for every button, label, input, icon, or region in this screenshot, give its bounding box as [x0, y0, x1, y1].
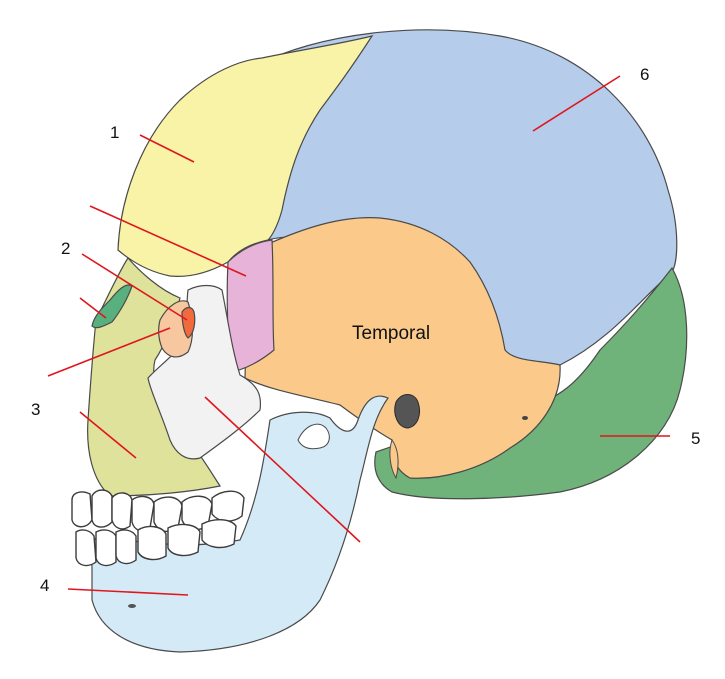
lower-tooth	[167, 523, 201, 557]
upper-tooth	[131, 495, 155, 532]
leader-line-zygomatic	[204, 396, 361, 543]
upper-tooth	[91, 489, 113, 528]
lower-tooth	[95, 529, 117, 567]
upper-tooth	[111, 492, 133, 530]
label-4: 4	[40, 576, 49, 595]
mental-foramen	[128, 604, 136, 608]
label-3: 3	[31, 400, 40, 419]
leader-line-3	[79, 411, 137, 459]
upper-tooth	[71, 491, 93, 528]
mandibular-notch	[297, 423, 330, 450]
mastoid-foramen	[522, 416, 528, 420]
frontal-bone	[117, 35, 374, 277]
leader-line-sphenoid	[89, 205, 247, 277]
label-5: 5	[691, 429, 700, 448]
lower-tooth	[75, 529, 97, 567]
label-2: 2	[61, 239, 70, 258]
external-acoustic-meatus	[394, 394, 421, 429]
lacrimal-bone	[181, 306, 196, 339]
leader-line-6	[532, 75, 621, 132]
lower-tooth	[137, 525, 167, 561]
leader-line-2	[81, 253, 188, 321]
styloid-process	[389, 438, 399, 480]
lower-tooth	[115, 529, 137, 565]
label-1: 1	[110, 123, 119, 142]
temporal-bone	[244, 217, 561, 479]
teeth	[71, 489, 245, 567]
leader-lines	[47, 75, 670, 596]
leader-line-1	[139, 134, 195, 163]
lower-tooth	[201, 519, 237, 549]
nasal-bone	[91, 284, 133, 329]
label-6: 6	[640, 65, 649, 84]
leader-line-4	[67, 588, 189, 596]
leader-line-ethmoid	[47, 327, 171, 377]
label-temporal: Temporal	[352, 323, 430, 344]
upper-tooth	[211, 490, 245, 522]
leader-line-nasal	[79, 297, 107, 319]
